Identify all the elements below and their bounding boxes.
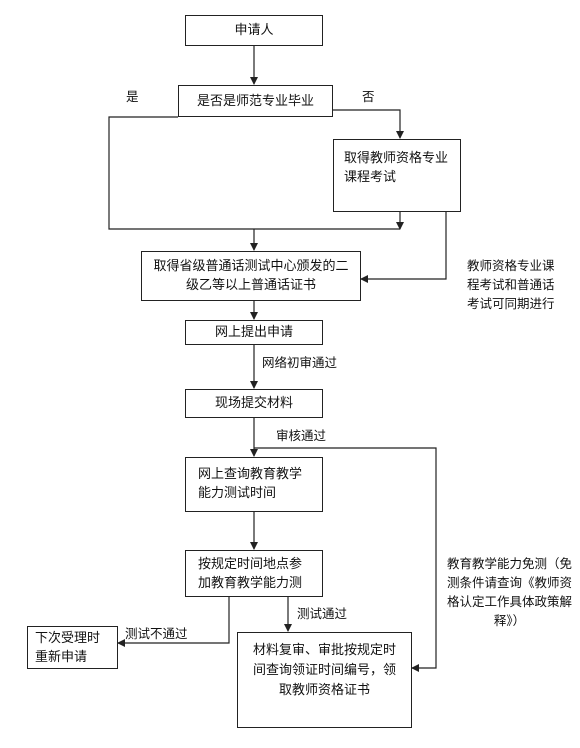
node-mandarin-cert-text: 取得省级普通话测试中心颁发的二级乙等以上普通话证书 [153, 259, 349, 293]
node-final-step: 材料复审、审批按规定时间查询领证时间编号，领取教师资格证书 [237, 632, 412, 728]
arrow-test-fail [117, 597, 230, 647]
node-take-exam: 取得教师资格专业课程考试 [333, 139, 461, 212]
note-exemption-text: 教育教学能力免测（免测条件请查询《教师资格认定工作具体政策解释》） [446, 556, 572, 628]
note-simultaneous-text: 教师资格专业课程考试和普通话考试可同期进行 [467, 258, 555, 311]
label-online-review-pass: 网络初审通过 [262, 355, 338, 370]
label-review-pass: 审核通过 [276, 428, 327, 443]
node-submit-materials-text: 现场提交材料 [214, 396, 293, 411]
arrow-no-branch [332, 109, 404, 139]
note-exemption: 教育教学能力免测（免测条件请查询《教师资格认定工作具体政策解释》） [443, 554, 576, 630]
node-take-exam-text: 取得教师资格专业课程考试 [344, 151, 449, 185]
node-query-test-time: 网上查询教育教学能力测试时间 [185, 457, 323, 512]
node-attend-test: 按规定时间地点参加教育教学能力测 [185, 550, 323, 597]
note-simultaneous: 教师资格专业课程考试和普通话考试可同期进行 [467, 256, 558, 313]
arrow-exemption-path [254, 447, 437, 672]
node-applicant: 申请人 [185, 15, 323, 46]
node-attend-test-text: 按规定时间地点参加教育教学能力测 [198, 557, 303, 591]
label-test-fail: 测试不通过 [125, 626, 188, 641]
node-is-normal-major-text: 是否是师范专业毕业 [196, 93, 314, 109]
node-mandarin-cert: 取得省级普通话测试中心颁发的二级乙等以上普通话证书 [141, 251, 361, 301]
node-query-test-time-text: 网上查询教育教学能力测试时间 [198, 467, 303, 501]
node-online-apply-text: 网上提出申请 [214, 325, 293, 340]
label-no: 否 [362, 89, 375, 104]
node-next-apply-text: 下次受理时重新申请 [35, 631, 101, 665]
node-online-apply: 网上提出申请 [185, 320, 323, 345]
node-applicant-text: 申请人 [234, 23, 274, 38]
node-next-apply: 下次受理时重新申请 [27, 626, 118, 669]
node-submit-materials: 现场提交材料 [185, 389, 323, 418]
node-final-step-text: 材料复审、审批按规定时间查询领证时间编号，领取教师资格证书 [252, 643, 396, 698]
label-yes: 是 [126, 89, 139, 104]
label-test-pass: 测试通过 [297, 606, 348, 621]
node-is-normal-major: 是否是师范专业毕业 [178, 85, 333, 117]
